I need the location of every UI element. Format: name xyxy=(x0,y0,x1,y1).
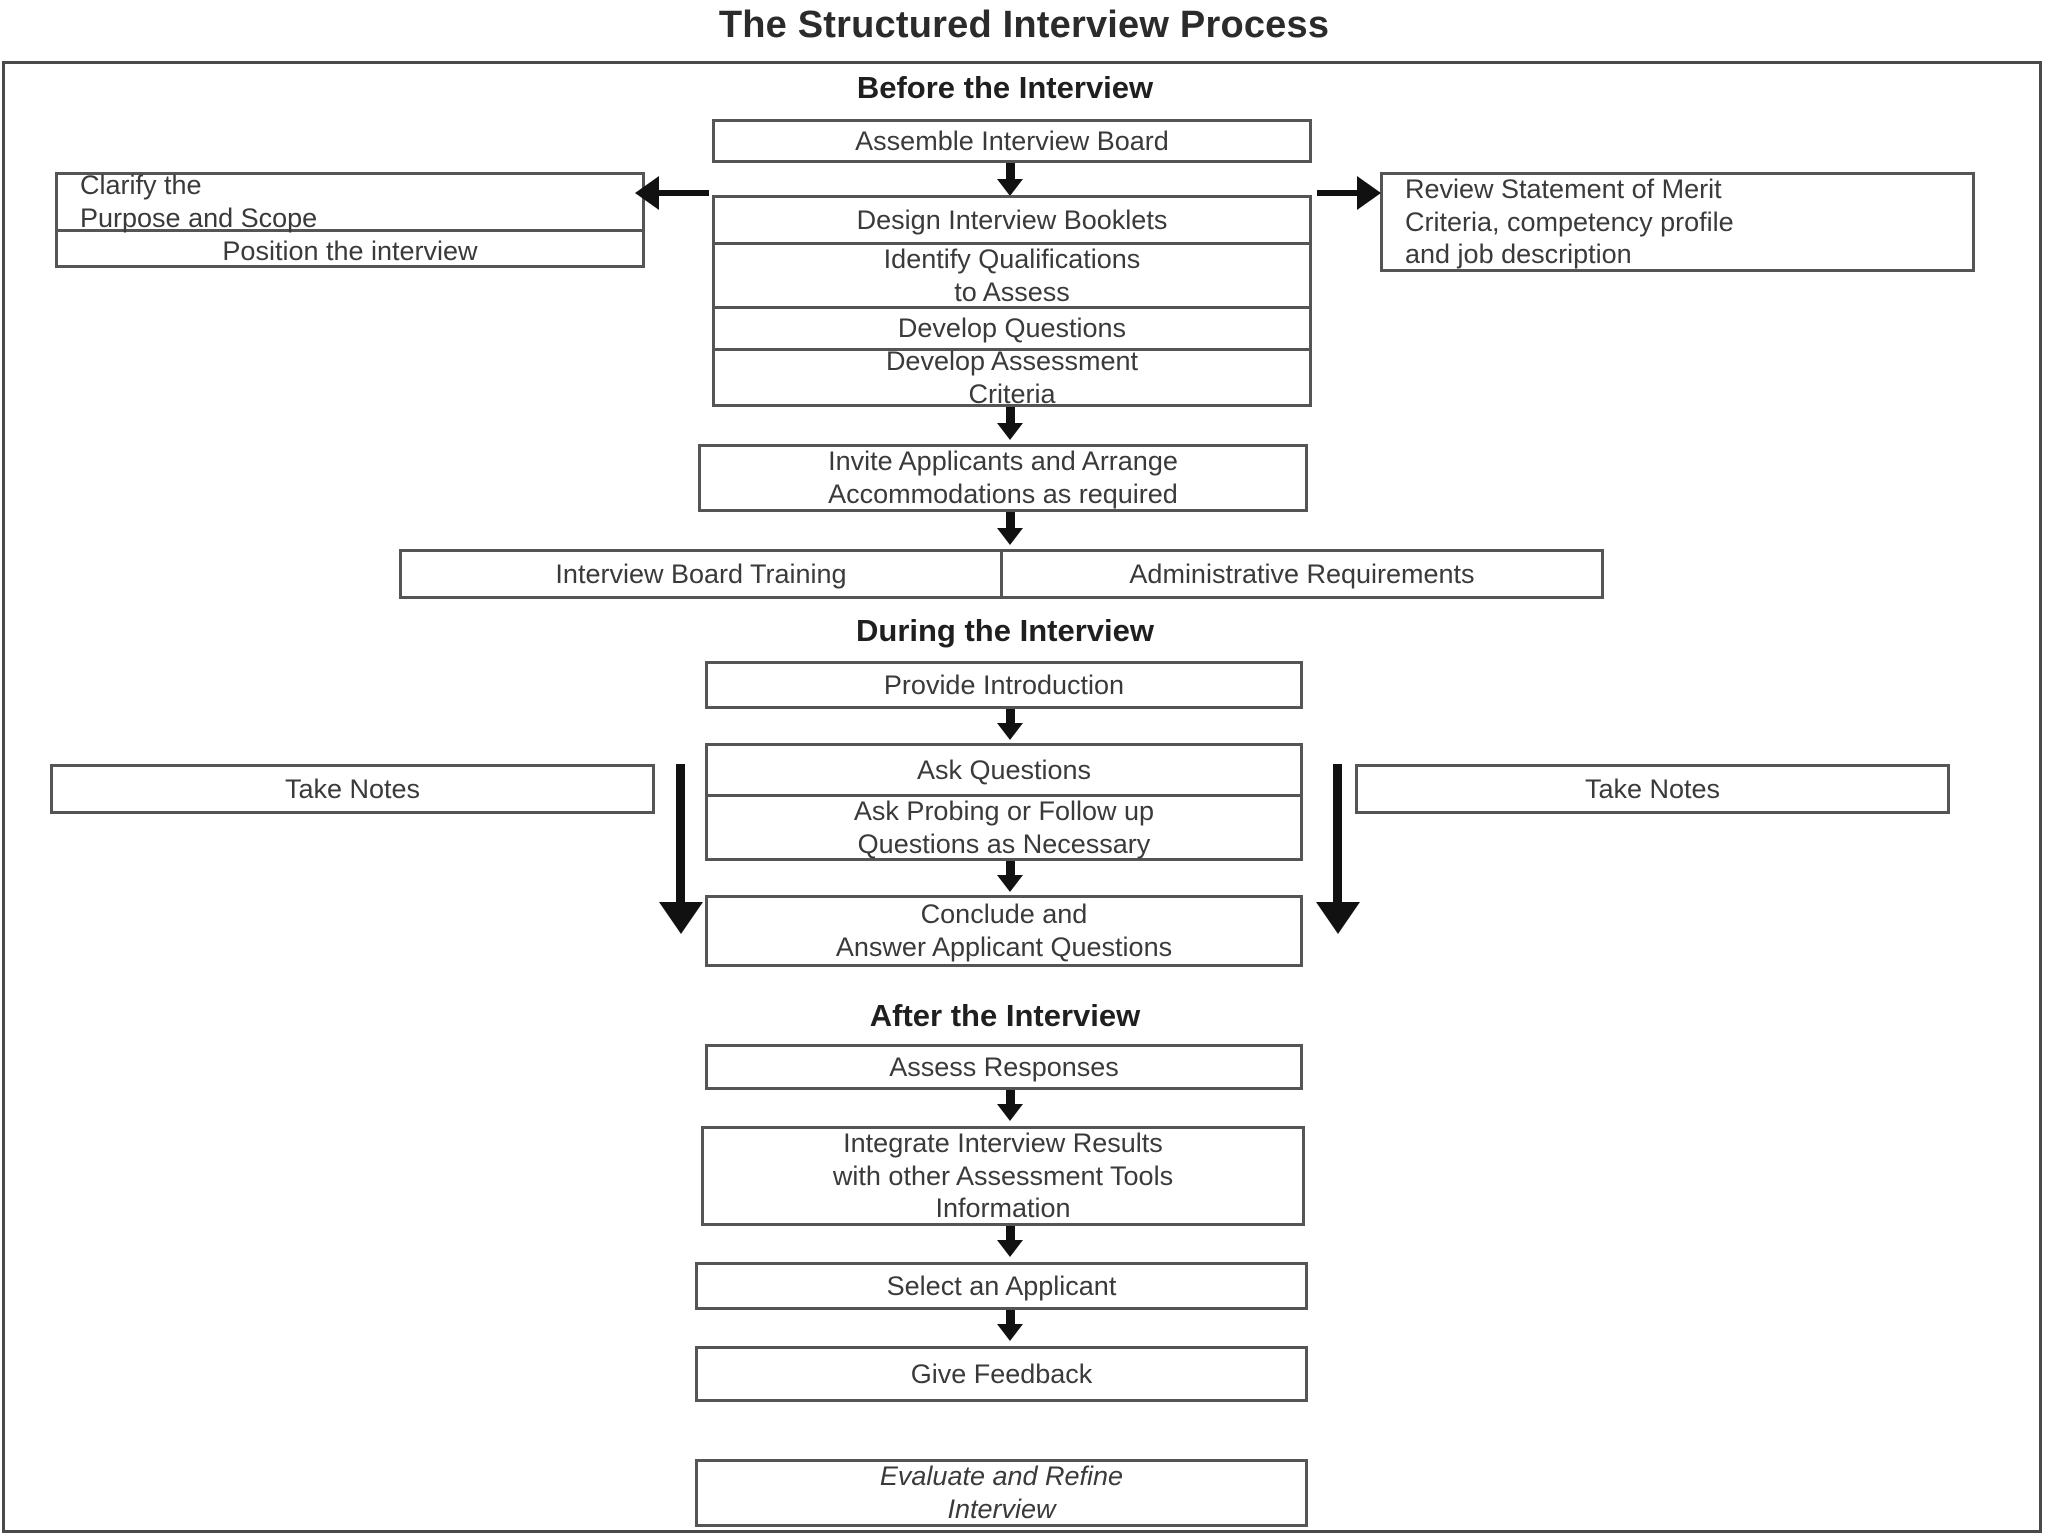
arrow-head-intro-to-ask xyxy=(997,723,1023,740)
section-heading-before: Before the Interview xyxy=(856,70,1154,105)
arrow-shaft-intro-to-ask xyxy=(1006,709,1015,727)
box-take-notes-left[interactable]: Take Notes xyxy=(50,764,655,814)
arrow-head-invite-to-training xyxy=(997,528,1023,545)
box-take-notes-right[interactable]: Take Notes xyxy=(1355,764,1950,814)
clarify-line-2: Purpose and Scope xyxy=(80,203,318,233)
box-assess-responses[interactable]: Assess Responses xyxy=(705,1044,1303,1090)
clarify-line-1: Clarify the xyxy=(80,170,202,201)
stack-ask-questions: Ask Questions Ask Probing or Follow up Q… xyxy=(705,743,1303,861)
section-heading-during: During the Interview xyxy=(856,613,1154,648)
arrow-head-to-clarify-panel xyxy=(635,176,659,210)
section-heading-after: After the Interview xyxy=(869,998,1141,1033)
page-title: The Structured Interview Process xyxy=(718,4,1330,46)
box-develop-assessment-criteria[interactable]: Develop Assessment Criteria xyxy=(715,346,1309,409)
arrow-head-select-to-feedback xyxy=(997,1324,1023,1341)
box-assemble-interview-board[interactable]: Assemble Interview Board xyxy=(712,119,1312,163)
arrow-shaft-select-to-feedback xyxy=(1006,1310,1015,1328)
box-integrate-interview-results[interactable]: Integrate Interview Results with other A… xyxy=(701,1126,1305,1226)
arrow-head-assess-to-integrate xyxy=(997,1104,1023,1121)
diagram-frame: Before the Interview Assemble Interview … xyxy=(2,61,2042,1533)
stack-before-steps: Design Interview Booklets Identify Quali… xyxy=(712,195,1312,409)
box-position-the-interview[interactable]: Position the interview xyxy=(58,229,642,271)
arrow-shaft-take-notes-left xyxy=(676,764,685,909)
box-develop-questions[interactable]: Develop Questions xyxy=(715,306,1309,348)
box-conclude-and-answer[interactable]: Conclude and Answer Applicant Questions xyxy=(705,895,1303,967)
arrow-head-to-review-panel xyxy=(1357,176,1381,210)
box-clarify-purpose-and-scope[interactable]: Clarify the Purpose and Scope xyxy=(58,170,642,233)
arrow-shaft-probing-to-conclude xyxy=(1006,861,1015,879)
arrow-shaft-take-notes-right xyxy=(1333,764,1342,909)
box-administrative-requirements[interactable]: Administrative Requirements xyxy=(1000,552,1601,596)
box-identify-qualifications[interactable]: Identify Qualifications to Assess xyxy=(715,242,1309,307)
box-give-feedback[interactable]: Give Feedback xyxy=(695,1346,1308,1402)
box-design-interview-booklets[interactable]: Design Interview Booklets xyxy=(856,204,1168,235)
arrow-shaft-to-clarify-panel xyxy=(651,190,709,196)
panel-clarify-position: Clarify the Purpose and Scope Position t… xyxy=(55,170,645,271)
arrow-shaft-assemble-to-design xyxy=(1006,163,1015,183)
review-line-3: and job description xyxy=(1405,239,1632,270)
box-provide-introduction[interactable]: Provide Introduction xyxy=(705,661,1303,709)
box-ask-probing-questions[interactable]: Ask Probing or Follow up Questions as Ne… xyxy=(708,794,1300,859)
box-evaluate-and-refine-interview[interactable]: Evaluate and Refine Interview xyxy=(695,1459,1308,1527)
arrow-head-assemble-to-design xyxy=(997,179,1023,196)
arrow-head-integrate-to-select xyxy=(997,1240,1023,1257)
arrow-shaft-criteria-to-invite xyxy=(1006,407,1015,427)
box-ask-questions[interactable]: Ask Questions xyxy=(916,754,1092,785)
arrow-shaft-assess-to-integrate xyxy=(1006,1090,1015,1108)
arrow-shaft-to-review-panel xyxy=(1317,190,1373,196)
arrow-head-probing-to-conclude xyxy=(997,875,1023,892)
box-select-an-applicant[interactable]: Select an Applicant xyxy=(695,1262,1308,1310)
arrow-head-take-notes-right xyxy=(1316,902,1360,934)
review-line-1: Review Statement of Merit xyxy=(1405,173,1722,204)
arrow-shaft-integrate-to-select xyxy=(1006,1226,1015,1244)
row-training-and-admin: Interview Board Training Administrative … xyxy=(399,549,1604,599)
box-review-statement-of-merit[interactable]: Review Statement of Merit Criteria, comp… xyxy=(1380,172,1975,272)
box-invite-applicants[interactable]: Invite Applicants and Arrange Accommodat… xyxy=(698,444,1308,512)
arrow-head-take-notes-left xyxy=(659,902,703,934)
arrow-head-criteria-to-invite xyxy=(997,423,1023,440)
box-interview-board-training[interactable]: Interview Board Training xyxy=(555,558,847,589)
review-line-2: Criteria, competency profile xyxy=(1405,206,1734,237)
arrow-shaft-invite-to-training xyxy=(1006,512,1015,532)
